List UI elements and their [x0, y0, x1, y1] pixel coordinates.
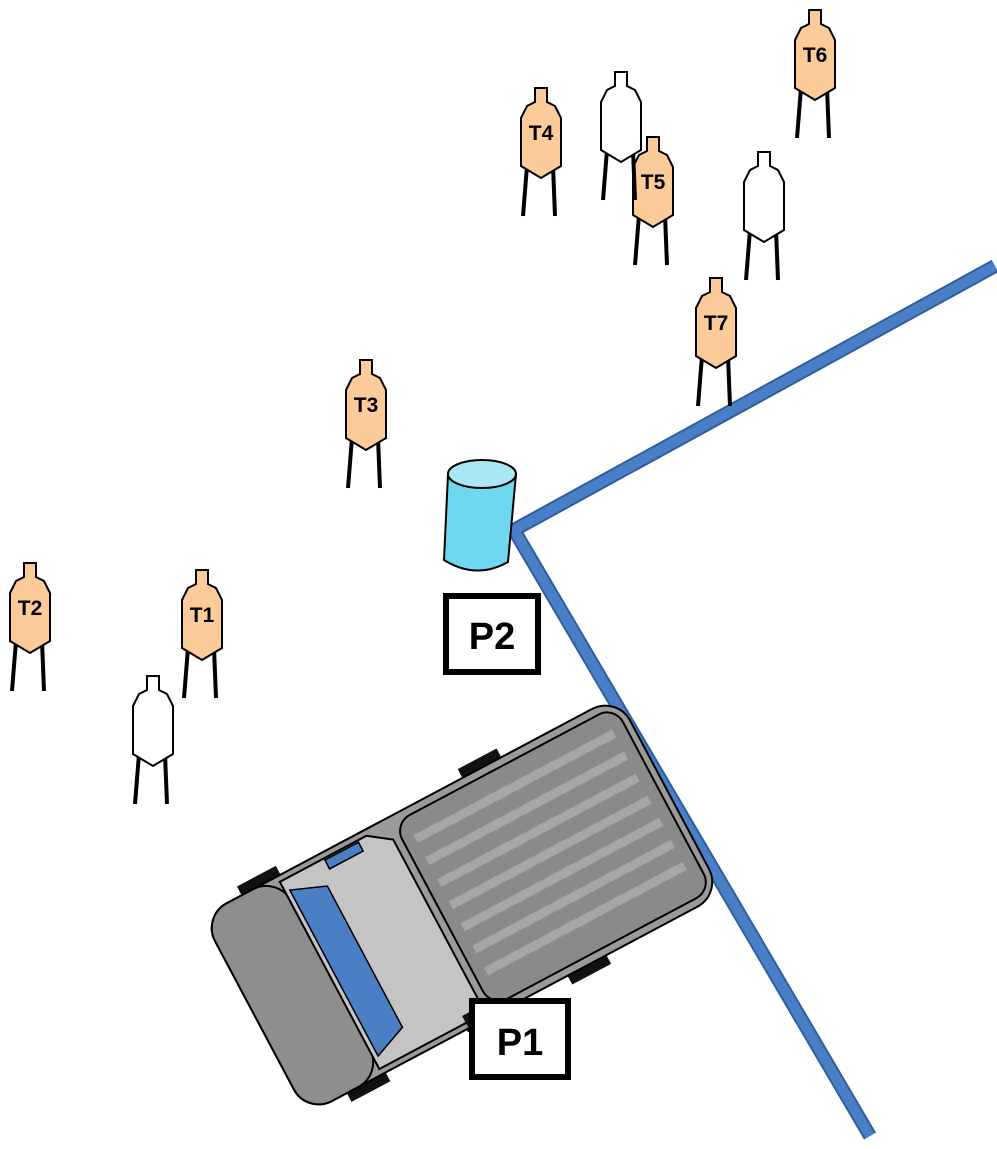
target-t5: T5 — [632, 136, 674, 266]
position-p2: P2 — [443, 593, 541, 675]
target-t4: T4 — [520, 87, 562, 217]
position-p2-label: P2 — [469, 616, 515, 658]
pickup-truck — [210, 704, 714, 1106]
target-ns1 — [600, 71, 642, 201]
target-ns3 — [132, 675, 174, 805]
target-label-t5: T5 — [641, 171, 666, 194]
target-label-t4: T4 — [529, 122, 554, 145]
position-p1-label: P1 — [497, 1022, 543, 1064]
target-t6: T6 — [794, 9, 836, 139]
target-t1: T1 — [181, 569, 223, 699]
target-label-t1: T1 — [190, 604, 215, 627]
target-label-t7: T7 — [704, 312, 729, 335]
target-t7: T7 — [695, 277, 737, 407]
position-p1: P1 — [469, 998, 571, 1080]
barrel-icon — [442, 459, 518, 572]
target-t3: T3 — [345, 359, 387, 489]
target-label-t2: T2 — [18, 597, 43, 620]
target-label-t6: T6 — [803, 44, 828, 67]
wall — [504, 259, 997, 1140]
target-label-t3: T3 — [354, 394, 379, 417]
target-t2: T2 — [9, 562, 51, 692]
target-ns2 — [743, 151, 785, 281]
